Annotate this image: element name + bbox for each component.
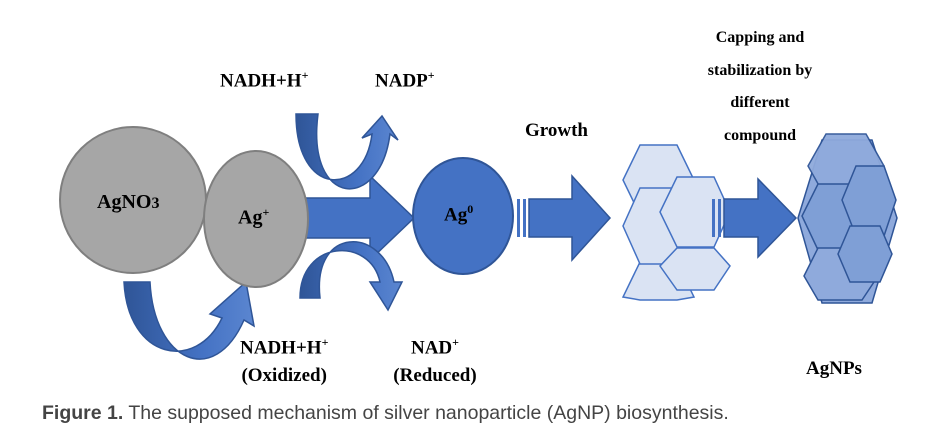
ag-ion-circle bbox=[203, 150, 309, 288]
curved-arrow-top-cofactor bbox=[295, 113, 399, 190]
cofactor-top-out-label: NADP+ bbox=[375, 68, 435, 92]
curved-arrow-bottom-cofactor bbox=[299, 241, 404, 312]
caption-text: The supposed mechanism of silver nanopar… bbox=[123, 402, 729, 424]
capping-label: Capping and stabilization by different c… bbox=[707, 29, 813, 144]
hexagon-cluster bbox=[621, 144, 731, 301]
curved-arrow-agno3-to-ag-ion bbox=[123, 280, 256, 360]
cofactor-top-in-label: NADH+H+ bbox=[220, 68, 309, 92]
ag0-label: Ag0 bbox=[444, 202, 474, 226]
agnp-particle bbox=[797, 133, 898, 304]
caption-prefix: Figure 1. bbox=[42, 402, 124, 424]
growth-arrow bbox=[517, 174, 612, 262]
cofactor-bottom-in-label: NADH+H+ (Oxidized) bbox=[240, 328, 328, 390]
oxidized-note: (Oxidized) bbox=[241, 365, 327, 387]
cofactor-bottom-out-label: NAD+ (Reduced) bbox=[384, 328, 486, 390]
reduction-arrow bbox=[299, 174, 416, 262]
ag0-ellipse bbox=[412, 157, 514, 275]
figure-caption: Figure 1. The supposed mechanism of silv… bbox=[42, 402, 922, 425]
reduced-note: (Reduced) bbox=[393, 365, 477, 387]
agno3-label: AgNO3 bbox=[97, 191, 160, 213]
ag-ion-label: Ag+ bbox=[238, 205, 270, 229]
agnps-label: AgNPs bbox=[806, 358, 862, 379]
growth-label: Growth bbox=[525, 120, 588, 141]
capping-arrow bbox=[712, 177, 798, 259]
